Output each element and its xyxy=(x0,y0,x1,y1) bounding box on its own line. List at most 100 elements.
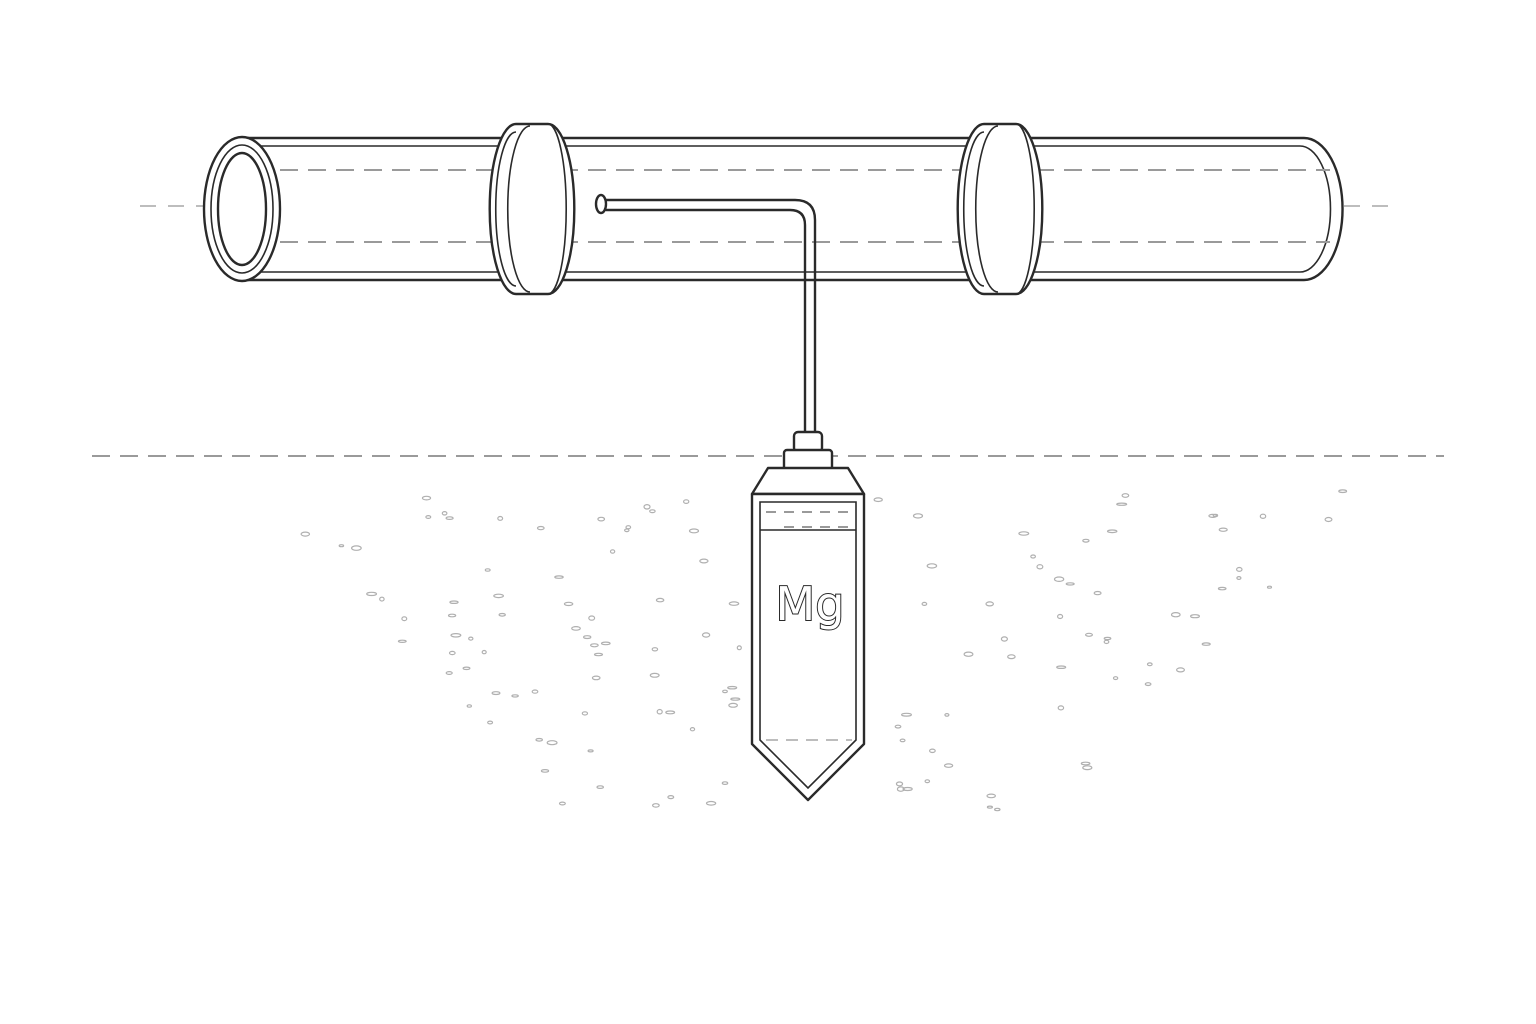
soil-speck xyxy=(643,503,651,510)
soil-speck xyxy=(896,786,905,792)
soil-speck xyxy=(649,509,656,514)
soil-speck xyxy=(705,800,717,806)
soil-speck xyxy=(699,558,709,564)
collar-right-edge xyxy=(1015,123,1035,295)
soil-speck xyxy=(1201,642,1211,646)
soil-speck xyxy=(554,575,564,579)
soil-speck xyxy=(379,596,385,602)
soil-speck xyxy=(895,781,904,787)
soil-speck xyxy=(421,495,432,501)
soil-speck xyxy=(1116,502,1128,506)
soil-speck xyxy=(721,781,729,785)
soil-speck xyxy=(493,593,505,599)
soil-speck xyxy=(1082,765,1093,771)
collar-left-edge2 xyxy=(506,125,531,293)
soil-speck xyxy=(1121,493,1130,498)
pipe-collar-right xyxy=(956,122,1044,296)
soil-speck xyxy=(1236,566,1243,572)
soil-speck xyxy=(1007,654,1016,660)
soil-speck xyxy=(730,697,741,701)
soil-speck xyxy=(1217,586,1227,591)
soil-speck xyxy=(623,528,630,533)
soil-speck xyxy=(986,805,994,809)
wire-inner xyxy=(604,208,807,434)
soil-speck xyxy=(593,652,604,657)
soil-speck xyxy=(351,545,362,551)
soil-speck xyxy=(531,689,539,694)
soil-speck xyxy=(484,568,491,572)
soil-speck xyxy=(536,525,545,531)
soil-speck xyxy=(1338,489,1348,494)
soil-speck xyxy=(1084,632,1093,637)
soil-speck xyxy=(1000,636,1009,642)
soil-speck xyxy=(1018,531,1030,536)
soil-speck xyxy=(944,713,950,717)
connection-wire xyxy=(594,193,817,434)
collar-left-edge xyxy=(547,123,567,295)
soil-speck xyxy=(728,702,738,708)
soil-speck xyxy=(338,544,345,548)
soil-speck xyxy=(581,711,589,716)
soil-speck xyxy=(447,613,457,618)
soil-speck xyxy=(366,591,378,597)
soil-speck xyxy=(688,528,700,534)
soil-speck xyxy=(1093,590,1102,596)
soil-speck xyxy=(300,531,311,537)
soil-speck xyxy=(546,740,558,746)
soil-speck xyxy=(441,510,448,516)
soil-speck xyxy=(667,794,675,800)
soil-particles xyxy=(300,489,1348,812)
soil-speck xyxy=(1103,639,1110,645)
soil-speck xyxy=(899,738,906,743)
soil-speck xyxy=(1057,705,1065,711)
soil-speck xyxy=(468,636,474,641)
soil-speck xyxy=(535,737,544,742)
soil-speck xyxy=(1189,614,1200,619)
soil-speck xyxy=(655,597,665,603)
soil-speck xyxy=(727,685,738,690)
soil-speck xyxy=(491,691,501,696)
soil-speck xyxy=(596,785,605,789)
soil-speck xyxy=(921,601,928,607)
soil-speck xyxy=(985,601,995,607)
anode-element-label: Mg xyxy=(776,577,845,631)
soil-speck xyxy=(924,779,931,784)
soil-speck xyxy=(466,704,472,708)
soil-speck xyxy=(649,672,660,678)
soil-speck xyxy=(1236,575,1242,580)
pipe-open-end-inner xyxy=(216,151,268,267)
soil-speck xyxy=(701,632,711,638)
soil-speck xyxy=(1324,516,1333,523)
soil-speck xyxy=(665,710,676,715)
soil-speck xyxy=(563,601,574,607)
soil-speck xyxy=(873,497,883,503)
soil-speck xyxy=(993,807,1001,812)
soil-speck xyxy=(450,632,462,638)
soil-speck xyxy=(587,749,594,753)
soil-speck xyxy=(929,748,936,754)
soil-speck xyxy=(986,793,996,799)
anode-body-inner xyxy=(759,501,857,790)
soil-speck xyxy=(591,675,601,681)
collar-left-inner xyxy=(494,131,517,287)
soil-speck xyxy=(1103,636,1112,641)
soil-speck xyxy=(588,615,596,621)
soil-speck xyxy=(1065,582,1075,586)
soil-speck xyxy=(600,641,611,646)
soil-speck xyxy=(1036,564,1044,570)
wire-outer xyxy=(604,198,817,434)
collar-right-edge2 xyxy=(974,125,999,293)
soil-speck xyxy=(401,616,408,622)
soil-speck xyxy=(625,525,632,530)
soil-speck xyxy=(894,724,902,729)
soil-speck xyxy=(683,499,690,505)
pipe-collar-left xyxy=(488,122,576,296)
soil-speck xyxy=(902,786,913,792)
soil-speck xyxy=(487,720,494,725)
soil-speck xyxy=(689,727,696,732)
collar-right-inner xyxy=(962,131,985,287)
soil-speck xyxy=(651,647,659,652)
soil-speck xyxy=(1175,667,1185,673)
soil-speck xyxy=(1080,761,1091,766)
soil-speck xyxy=(652,803,660,808)
